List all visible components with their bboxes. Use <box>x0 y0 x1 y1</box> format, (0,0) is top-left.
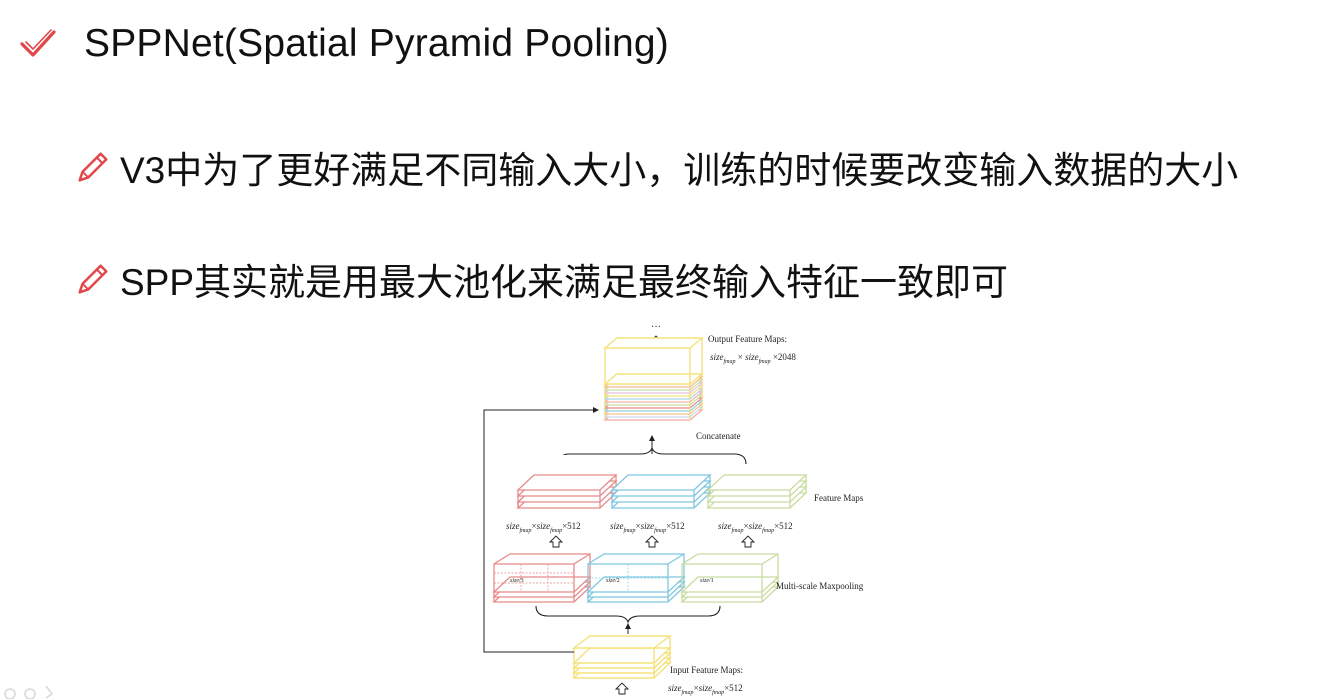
pool-label-green: size/1 <box>700 578 714 584</box>
pool-brace <box>535 605 721 624</box>
size-label-red: sizefmap×sizefmap×512 <box>506 521 581 534</box>
bullet-text: V3中为了更好满足不同输入大小，训练的时候要改变输入数据的大小 <box>120 150 1239 191</box>
svg-text:sizefmap×sizefmap×512: sizefmap×sizefmap×512 <box>610 521 685 534</box>
svg-text:sizefmap×sizefmap×512: sizefmap×sizefmap×512 <box>718 521 793 534</box>
svg-text:sizefmap×sizefmap×512: sizefmap×sizefmap×512 <box>506 521 581 534</box>
bullet-text: SPP其实就是用最大池化来满足最终输入特征一致即可 <box>120 262 1009 303</box>
pool-grid-blue: size/2 <box>586 553 686 603</box>
concat-brace <box>557 446 747 465</box>
slide-nav-icons[interactable] <box>0 682 70 699</box>
input-feature-stack <box>571 635 673 679</box>
pool-label-red: size/3 <box>510 578 524 584</box>
multiscale-label: Multi-scale Maxpooling <box>776 581 864 591</box>
bullet-2: SPP其实就是用最大池化来满足最终输入特征一致即可 <box>74 252 1008 306</box>
skip-connection-arrow <box>483 407 599 653</box>
up-arrow-icon <box>614 682 630 695</box>
feature-map-blue <box>610 474 712 509</box>
up-arrow-icon <box>740 535 756 548</box>
feature-map-green <box>706 474 808 509</box>
size-label-green: sizefmap×sizefmap×512 <box>718 521 793 534</box>
up-arrow-icon <box>548 535 564 548</box>
feature-maps-label: Feature Maps <box>814 493 864 503</box>
pool-grid-red: size/3 <box>492 553 592 603</box>
output-feature-stack <box>603 337 704 421</box>
pool-grid-green: size/1 <box>680 553 780 603</box>
more-dots: ··· <box>651 322 661 333</box>
up-arrow-icon <box>644 535 660 548</box>
input-label: Input Feature Maps: <box>670 665 743 675</box>
input-dim: sizefmap×sizefmap×512 <box>668 683 743 696</box>
pencil-icon <box>78 264 108 294</box>
output-label: Output Feature Maps: <box>708 334 787 344</box>
size-label-blue: sizefmap×sizefmap×512 <box>610 521 685 534</box>
slide-title: SPPNet(Spatial Pyramid Pooling) <box>84 22 669 65</box>
check-icon <box>20 29 56 57</box>
feature-map-red <box>516 455 620 509</box>
title-row: SPPNet(Spatial Pyramid Pooling) <box>18 22 669 66</box>
bullet-1: V3中为了更好满足不同输入大小，训练的时候要改变输入数据的大小 <box>74 140 1238 194</box>
output-dim: sizefmap × sizefmap ×2048 <box>710 352 796 365</box>
concatenate-label: Concatenate <box>696 431 740 441</box>
pencil-icon <box>78 152 108 182</box>
pool-label-blue: size/2 <box>606 578 620 584</box>
spp-diagram: ··· Output Feature Maps: sizefmap × size… <box>483 322 864 696</box>
